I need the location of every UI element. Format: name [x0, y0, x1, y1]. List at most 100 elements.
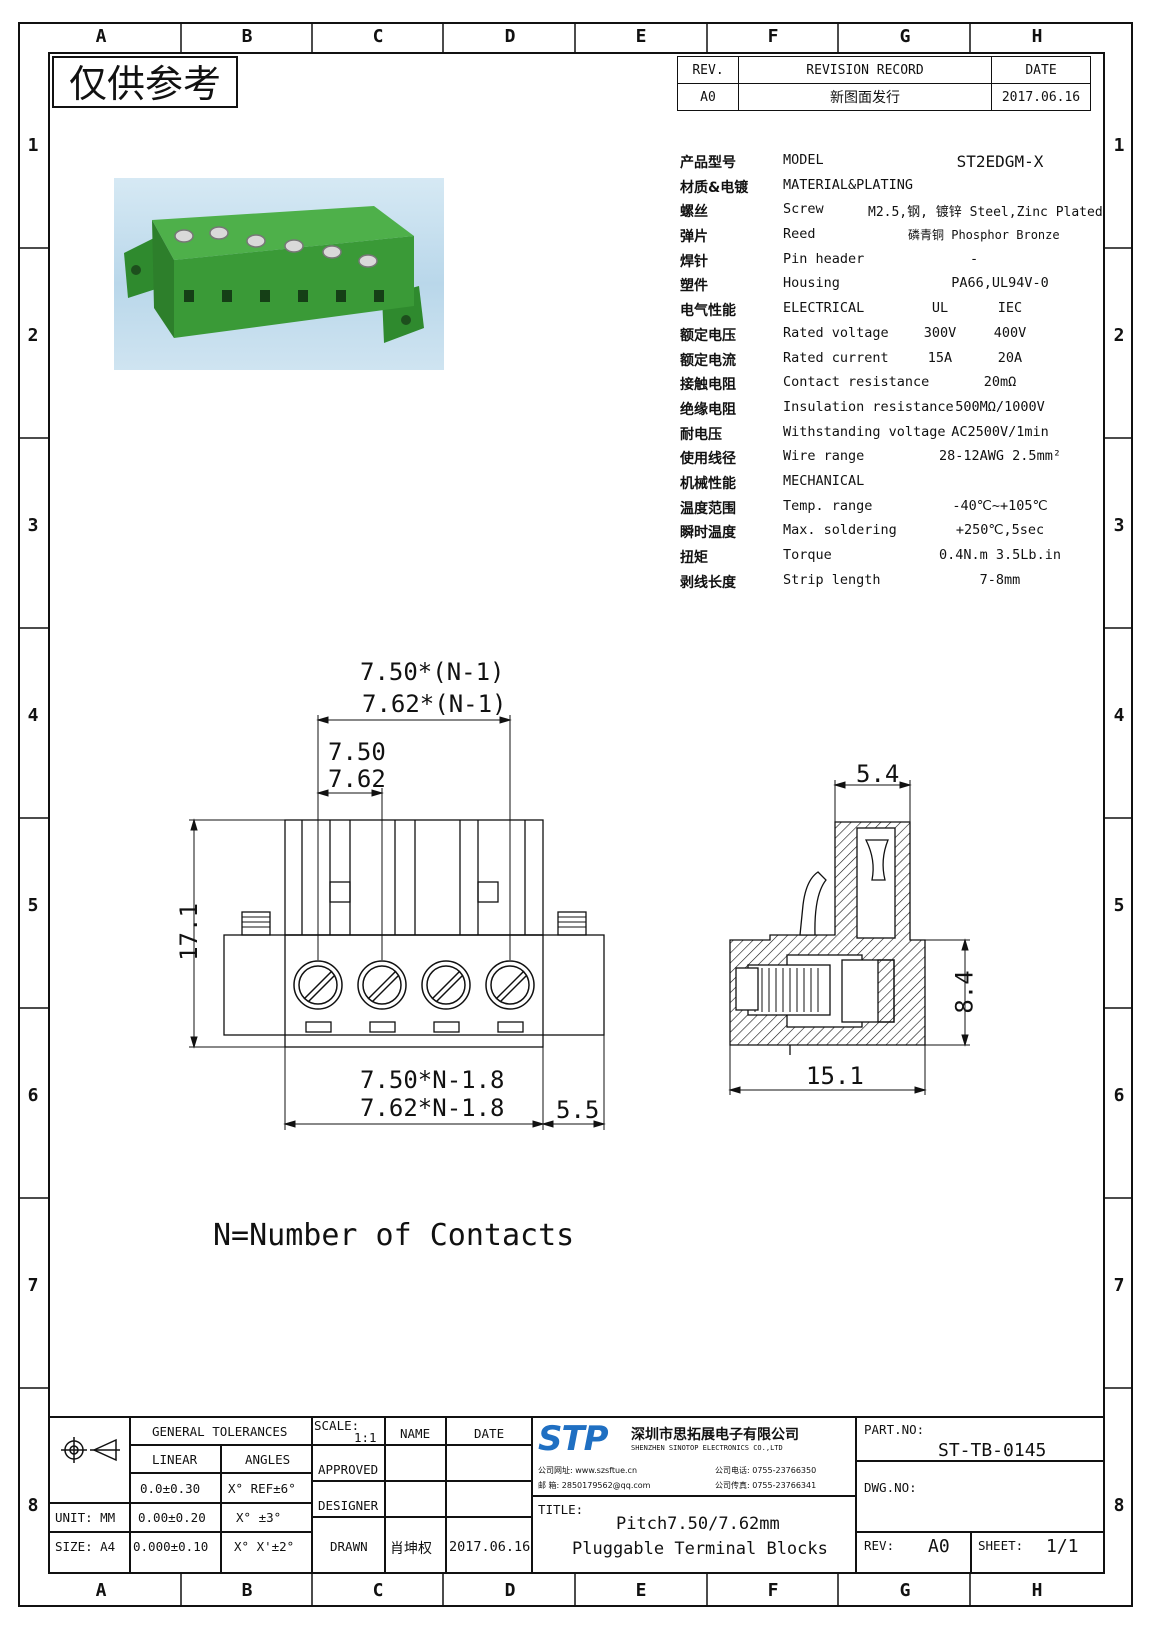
date-header: DATE: [991, 56, 1091, 84]
spec-cn: 产品型号: [680, 155, 736, 171]
company-name-en: SHENZHEN SINOTOP ELECTRONICS CO.,LTD: [631, 1444, 783, 1452]
terminal-block-image: [124, 206, 424, 343]
spec-cn: 接触电阻: [680, 377, 736, 394]
col-label-g: G: [899, 26, 911, 47]
row-label-7-right: 7: [1113, 1275, 1125, 1296]
col-label-c-bottom: C: [372, 1580, 384, 1601]
date-label: DATE: [474, 1426, 505, 1441]
spec-cn: 螺丝: [680, 204, 708, 221]
tb-line: [129, 1472, 311, 1474]
spec-value: -40℃~+105℃: [952, 497, 1048, 514]
spec-en: Contact resistance: [783, 374, 930, 391]
spec-value-2: 20A: [997, 349, 1023, 366]
row-label-1: 1: [27, 135, 39, 156]
row-label-3: 3: [27, 515, 39, 536]
spec-en: Strip length: [783, 571, 881, 588]
product-photo: [114, 178, 444, 370]
row-label-5: 5: [27, 895, 39, 916]
company-name-cn: 深圳市思拓展电子有限公司: [631, 1427, 799, 1443]
name-label: NAME: [400, 1426, 431, 1441]
scale-value: 1:1: [354, 1430, 377, 1445]
spec-value: 0.4N.m 3.5Lb.in: [939, 547, 1061, 563]
spec-value: ST2EDGM-X: [956, 152, 1044, 171]
tol-linear-2: 0.00±0.20: [138, 1510, 206, 1525]
dim-pitch-total-b: 7.62*(N-1): [362, 690, 507, 718]
spec-value: -: [970, 250, 979, 267]
spec-cn: 剥线长度: [680, 574, 736, 591]
tb-line: [384, 1416, 386, 1574]
spec-cn: 耐电压: [680, 426, 722, 443]
drawn-date: 2017.06.16: [449, 1539, 531, 1555]
tb-line: [311, 1444, 531, 1446]
col-label-b: B: [241, 26, 253, 47]
spec-en: Temp. range: [783, 497, 873, 514]
spec-en: Wire range: [783, 448, 865, 465]
dim-length-a: 7.50*N-1.8: [360, 1066, 505, 1094]
spec-en: Pin header: [783, 250, 865, 267]
spec-en: MODEL: [783, 152, 824, 168]
rev-header: REV.: [677, 56, 739, 84]
spec-en: ELECTRICAL: [783, 300, 865, 317]
tol-angle-3: X° X'±2°: [234, 1539, 295, 1554]
spec-en: Rated current: [783, 349, 889, 366]
drawing-inner-border: [48, 52, 1105, 1574]
spec-value: +250℃,5sec: [955, 522, 1045, 539]
scale-label: SCALE:: [314, 1418, 360, 1433]
revision-table: REV. REVISION RECORD DATE A0 新图面发行 2017.…: [677, 56, 1091, 111]
tb-line: [855, 1460, 1105, 1462]
tol-angle-2: X° ±3°: [236, 1510, 282, 1525]
sheet-label: SHEET:: [978, 1538, 1024, 1553]
col-label-a: A: [95, 26, 107, 47]
spec-en: Insulation resistance: [783, 398, 954, 415]
spec-value: 7-8mm: [979, 571, 1021, 588]
tb-line: [855, 1416, 857, 1574]
col-label-e: E: [635, 26, 647, 47]
row-label-4: 4: [27, 705, 39, 726]
col-label-f: F: [767, 26, 779, 47]
dim-length-b: 7.62*N-1.8: [360, 1094, 505, 1122]
title-block-top-line: [48, 1416, 1105, 1418]
tb-line: [311, 1480, 531, 1482]
spec-value: UL: [931, 300, 949, 317]
rev-value-tb: A0: [928, 1536, 950, 1557]
title-label: TITLE:: [538, 1502, 584, 1517]
row-label-4-right: 4: [1113, 705, 1125, 726]
designer-label: DESIGNER: [318, 1498, 379, 1513]
col-label-g-bottom: G: [899, 1580, 911, 1601]
unit-label: UNIT: MM: [55, 1510, 116, 1525]
contacts-note: N=Number of Contacts: [213, 1218, 575, 1253]
spec-value: 300V: [923, 324, 957, 341]
dim-pitch-b: 7.62: [328, 765, 386, 793]
row-label-6-right: 6: [1113, 1085, 1125, 1106]
col-label-c: C: [372, 26, 384, 47]
spec-en: Housing: [783, 275, 840, 292]
col-label-a-bottom: A: [95, 1580, 107, 1601]
row-label-8-right: 8: [1113, 1495, 1125, 1516]
dim-side-height: 8.4: [950, 970, 979, 1014]
col-label-h-bottom: H: [1031, 1580, 1043, 1601]
sheet-value: 1/1: [1046, 1536, 1079, 1557]
spec-en: Screw: [783, 201, 824, 218]
spec-cn: 额定电流: [680, 352, 736, 369]
title-line-2: Pluggable Terminal Blocks: [572, 1539, 828, 1559]
spec-cn: 塑件: [680, 278, 708, 295]
spec-cn: 绝缘电阻: [680, 401, 736, 418]
spec-en: MATERIAL&PLATING: [783, 176, 914, 193]
row-label-7: 7: [27, 1275, 39, 1296]
spec-en: Withstanding voltage: [783, 423, 946, 440]
row-label-6: 6: [27, 1085, 39, 1106]
company-tel: 公司电话: 0755-23766350: [715, 1466, 817, 1475]
dwg-no-label: DWG.NO:: [864, 1480, 917, 1495]
spec-en: MECHANICAL: [783, 472, 865, 489]
tb-line: [531, 1495, 855, 1497]
col-label-b-bottom: B: [241, 1580, 253, 1601]
row-label-3-right: 3: [1113, 515, 1125, 536]
spec-value-2: 400V: [993, 324, 1027, 341]
col-label-e-bottom: E: [635, 1580, 647, 1601]
spec-value-2: IEC: [997, 300, 1023, 317]
spec-cn: 使用线径: [680, 451, 736, 468]
tb-line: [129, 1416, 131, 1574]
row-label-1-right: 1: [1113, 135, 1125, 156]
